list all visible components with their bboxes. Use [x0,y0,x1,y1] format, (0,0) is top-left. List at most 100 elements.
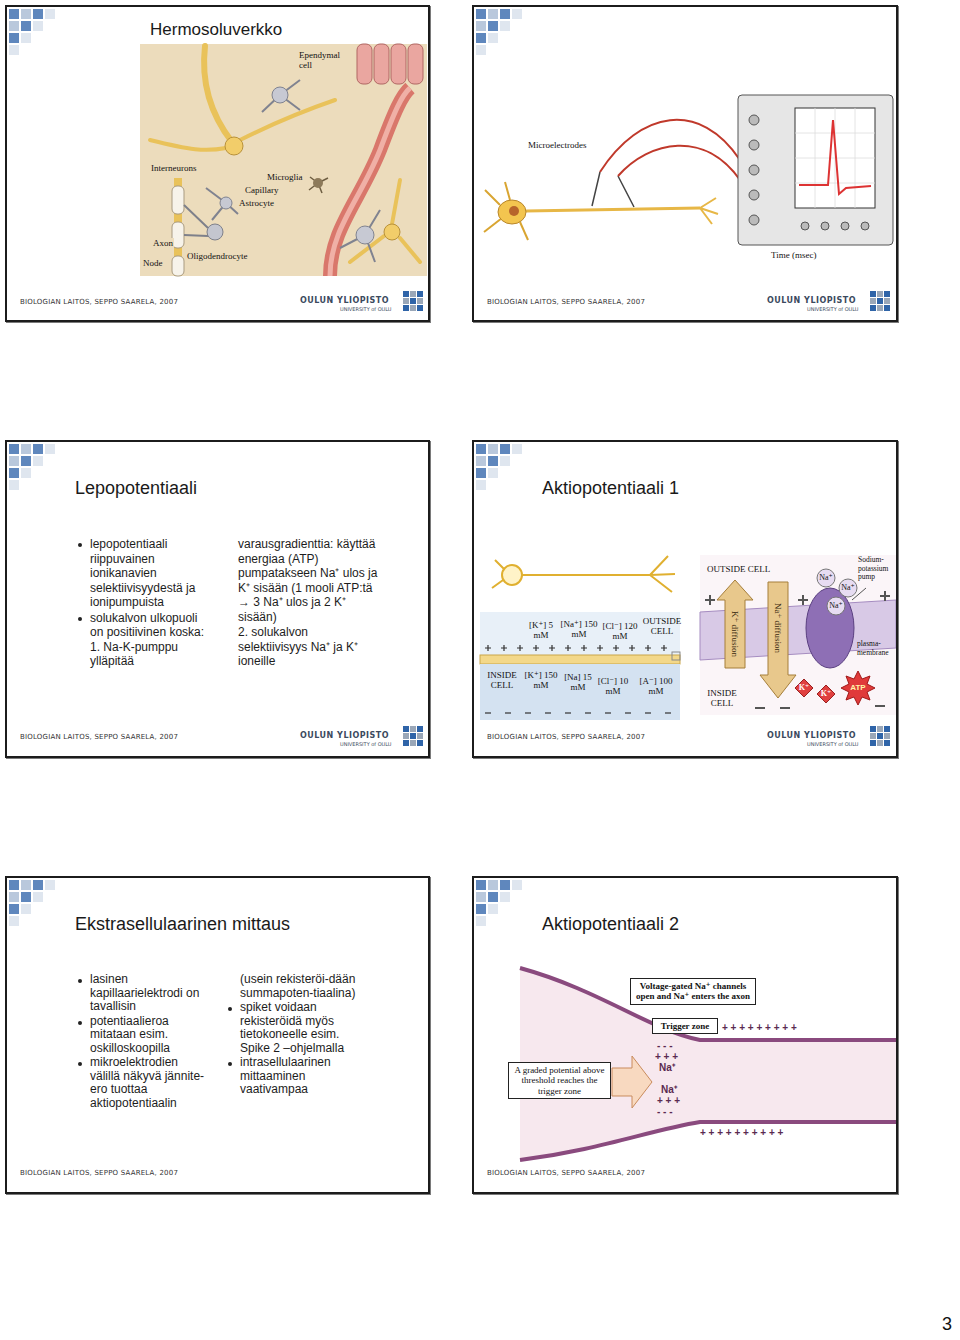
recording-setup [484,95,893,245]
neuron-axon [526,208,700,211]
callout-box: Trigger zone [652,1018,718,1034]
slide-frame: LepopotentiaaliBIOLOGIAN LAITOS, SEPPO S… [5,440,430,758]
logo-text: OULUN YLIOPISTO [300,731,389,740]
charge-sign: + + + [656,1095,681,1106]
astrocytes-part [206,188,238,220]
zoom-marker [672,652,680,660]
concentration-label: [A⁻] 100 mM [636,676,676,697]
charge-signs-part [549,645,555,651]
ion-label: Na⁺ [658,1062,676,1073]
microglia [309,177,328,193]
nucleus [509,206,519,216]
myelin-sheath-part [172,256,184,276]
astrocyte-bodies-part [220,197,232,209]
ependymal-cells-part [408,44,423,84]
arrow-label: K⁺ diffusion [730,610,740,658]
logo-subtext: UNIVERSITY of OULU [807,742,858,748]
oscilloscope-knobs-part [841,222,849,230]
interneuron-part [204,46,232,142]
interneuron-part [400,238,420,262]
logo-text: OULUN YLIOPISTO [767,731,856,740]
concentration-label: OUTSIDE CELL [640,616,684,637]
oligodendrocyte-part [184,205,208,236]
region-label: INSIDE CELL [703,688,741,709]
bullet-text: lepopotentiaali riippuvainen ionikanavie… [90,537,212,610]
nerve-tissue-illustration-part [140,44,427,276]
logo-text: OULUN YLIOPISTO [300,296,389,305]
slide-title: Lepopotentiaali [75,478,197,499]
k-ions [795,679,835,703]
capillary [330,88,410,276]
ion-concentration-figure-part [480,664,680,720]
part-label: plasma-membrane [857,640,897,657]
oscilloscope-knobs-part [821,222,829,230]
cell-label: Interneurons [150,163,197,173]
slide-frame: HermosoluverkkoBIOLOGIAN LAITOS, SEPPO S… [5,5,430,322]
university-logo-part [403,726,423,746]
membrane-top [520,968,896,1040]
ependymal-cells-part [357,44,372,84]
slide-footer: BIOLOGIAN LAITOS, SEPPO SAARELA, 2007 [487,298,645,306]
k-ions-part [817,685,835,703]
university-logo-part [870,291,890,311]
charge-signs-part [505,713,511,714]
bullet-text: lasinen kapillaarielektrodi on tavallisi… [90,973,205,1014]
nerve-tissue-illustration-part [225,137,243,155]
corner-decorations-part [9,880,55,926]
cell-label: Node [142,258,164,268]
ion-concentration-figure-part [502,565,522,585]
concentration-label: [Cl⁻] 120 mM [600,621,640,642]
box-text: A graded potential above threshold reach… [512,1065,607,1096]
pump [806,588,854,668]
charge-signs-part [625,713,631,714]
oscilloscope-knobs-part [749,115,759,125]
oscilloscope-knobs-part [749,140,759,150]
slide-frame: Aktiopotentiaali 2BIOLOGIAN LAITOS, SEPP… [472,876,898,1194]
callout-box: A graded potential above threshold reach… [508,1062,611,1099]
university-logo-part [870,726,890,746]
na-ions-part [827,597,845,615]
myelin-sheath-part [172,186,184,214]
part-label: Microelectrodes [528,140,586,150]
oscilloscope-knobs-part [861,222,869,230]
charge-signs-part [533,645,539,651]
charge-sign: - - - [656,1106,674,1117]
neuron-soma [498,200,526,224]
corner-decorations-part [476,9,522,55]
corner-decorations-part [476,444,522,490]
concentration-label: [K⁺] 5 mM [526,620,556,641]
university-logo-part [403,291,423,311]
slide-footer: BIOLOGIAN LAITOS, SEPPO SAARELA, 2007 [487,1169,645,1177]
astrocytes [206,80,380,262]
concentration-label: [Na] 15 mM [563,672,593,693]
ion-label: Na⁺ [841,583,855,592]
region-label: OUTSIDE CELL [707,564,770,574]
charge-signs-part [525,713,531,714]
bullet-text: varausgradienttia: käyttää energiaa (ATP… [238,537,378,624]
axis-label: Time (msec) [771,250,816,260]
concentration-label: [Cl⁻] 10 mM [597,676,629,697]
cell-label: Axon [152,238,174,248]
slide-footer: BIOLOGIAN LAITOS, SEPPO SAARELA, 2007 [20,733,178,741]
logo-subtext: UNIVERSITY of OULU [340,307,391,313]
slide-title: Hermosoluverkko [150,20,282,40]
bullet-text: spiket voidaan rekisteröidä myös tietoko… [240,1001,368,1055]
neuron-dendrites-part [485,190,500,205]
slide-frame: Ekstrasellulaarinen mittausBIOLOGIAN LAI… [5,876,430,1194]
concentration-label: INSIDE CELL [483,670,521,691]
charge-signs-part [755,708,765,709]
cell-label: Oligodendrocyte [186,251,248,261]
charge-signs-part [517,645,523,651]
astrocyte-bodies-part [356,226,374,244]
charge-signs-part [780,708,790,709]
bullet-text: potentiaalieroa mitataan esim. oskillosk… [90,1015,205,1056]
charge-signs-part [545,713,551,714]
ion-label: Na⁺ [660,1084,678,1095]
ion-concentration-figure-part [480,545,680,612]
astrocyte-bodies-part [272,87,288,103]
charge-signs-part [565,713,571,714]
axon-terminals [700,198,718,224]
charge-signs-part [605,713,611,714]
oscilloscope-knobs-part [749,165,759,175]
